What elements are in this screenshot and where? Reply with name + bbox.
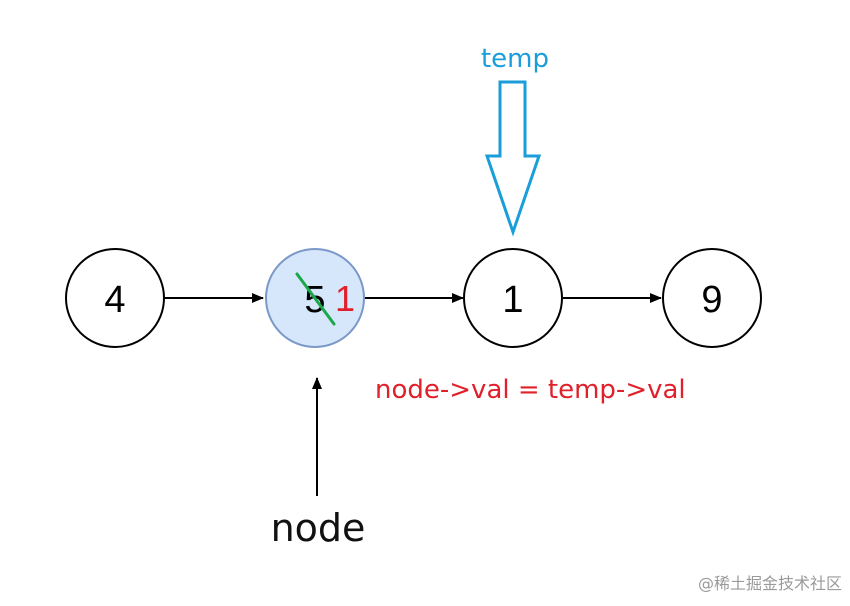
temp-pointer: temp <box>481 44 549 237</box>
temp-label: temp <box>481 44 549 74</box>
node-value: 9 <box>701 279 722 321</box>
watermark: @稀土掘金技术社区 <box>698 574 842 593</box>
strikethrough-mark <box>295 272 336 326</box>
node-circle <box>463 248 563 348</box>
list-node-4: 4 <box>65 248 165 348</box>
node-value: 1 <box>502 279 523 321</box>
node-circle <box>65 248 165 348</box>
node-circle <box>662 248 762 348</box>
node-label: node <box>271 506 366 550</box>
temp-arrow-icon <box>484 80 542 237</box>
node-pointer: node <box>271 377 366 550</box>
list-node-9: 9 <box>662 248 762 348</box>
operation-code: node->val = temp->val <box>375 375 686 405</box>
list-node-5: 5 1 <box>265 248 365 348</box>
list-node-1: 1 <box>463 248 563 348</box>
new-node-value: 1 <box>335 278 355 319</box>
node-value: 4 <box>104 279 125 321</box>
